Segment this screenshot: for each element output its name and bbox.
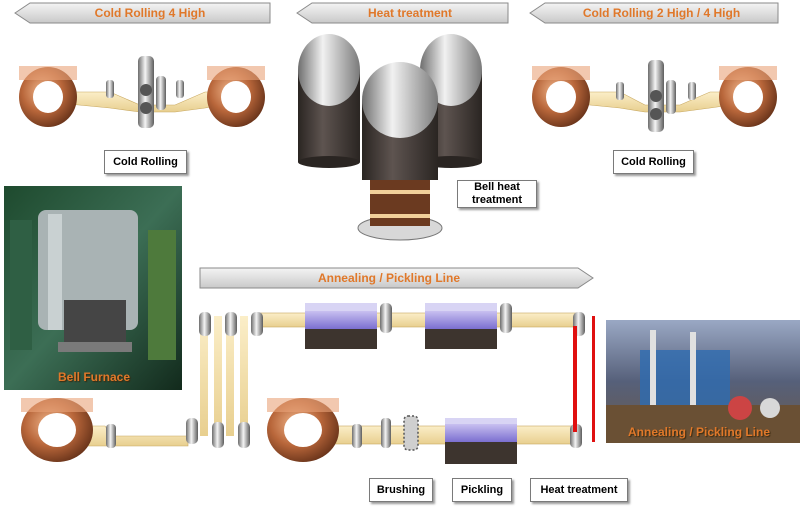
header-title-heat-treatment: Heat treatment <box>367 6 453 20</box>
bell-furnaces-illustration <box>298 34 482 241</box>
coil-icon <box>532 66 590 127</box>
header-cold-rolling-2-4-high <box>529 2 779 24</box>
label-cold-rolling-left-text: Cold Rolling <box>113 155 178 168</box>
bell-furnace-center <box>357 62 443 241</box>
cold-rolling-mill-right <box>532 60 777 132</box>
label-heat-treatment-bottom-text: Heat treatment <box>540 483 618 496</box>
coil-icon <box>267 398 339 462</box>
annealing-furnace-tank-1 <box>305 303 377 349</box>
label-cold-rolling-left: Cold Rolling <box>104 150 187 174</box>
coil-icon <box>207 66 265 127</box>
bell-furnace-left <box>298 34 360 168</box>
label-bell-heat-line1: Bell heat <box>474 181 520 193</box>
header-heat-treatment <box>296 2 509 24</box>
label-brushing: Brushing <box>369 478 433 502</box>
annealing-pickling-line-photo <box>606 320 800 443</box>
caption-bell-furnace: Bell Furnace <box>58 370 131 384</box>
coil-icon <box>21 398 93 462</box>
header-cold-rolling-4-high <box>14 2 271 24</box>
cold-rolling-mill-left <box>19 56 265 128</box>
header-title-cold-rolling-2-4-high: Cold Rolling 2 High / 4 High <box>582 6 741 20</box>
coil-icon <box>19 66 77 127</box>
annealing-pickling-line <box>21 303 595 464</box>
label-pickling-text: Pickling <box>460 483 504 496</box>
label-bell-heat-treatment: Bell heat treatment <box>457 180 537 208</box>
header-title-cold-rolling-4-high: Cold Rolling 4 High <box>94 6 206 20</box>
label-bell-heat-line2: treatment <box>471 194 523 206</box>
label-cold-rolling-right: Cold Rolling <box>613 150 694 174</box>
bell-furnace-photo <box>4 186 182 390</box>
label-brushing-text: Brushing <box>376 483 426 496</box>
label-cold-rolling-right-text: Cold Rolling <box>621 155 686 168</box>
header-title-annealing-pickling: Annealing / Pickling Line <box>317 271 461 285</box>
heat-treatment-zone <box>573 316 595 442</box>
coil-icon <box>719 66 777 127</box>
label-pickling: Pickling <box>452 478 512 502</box>
brush-roll-icon <box>403 415 419 451</box>
pickling-tank <box>445 418 517 464</box>
annealing-furnace-tank-2 <box>425 303 497 349</box>
label-heat-treatment-bottom: Heat treatment <box>530 478 628 502</box>
header-annealing-pickling <box>199 267 594 289</box>
caption-annealing-pickling-line: Annealing / Pickling Line <box>628 425 771 439</box>
